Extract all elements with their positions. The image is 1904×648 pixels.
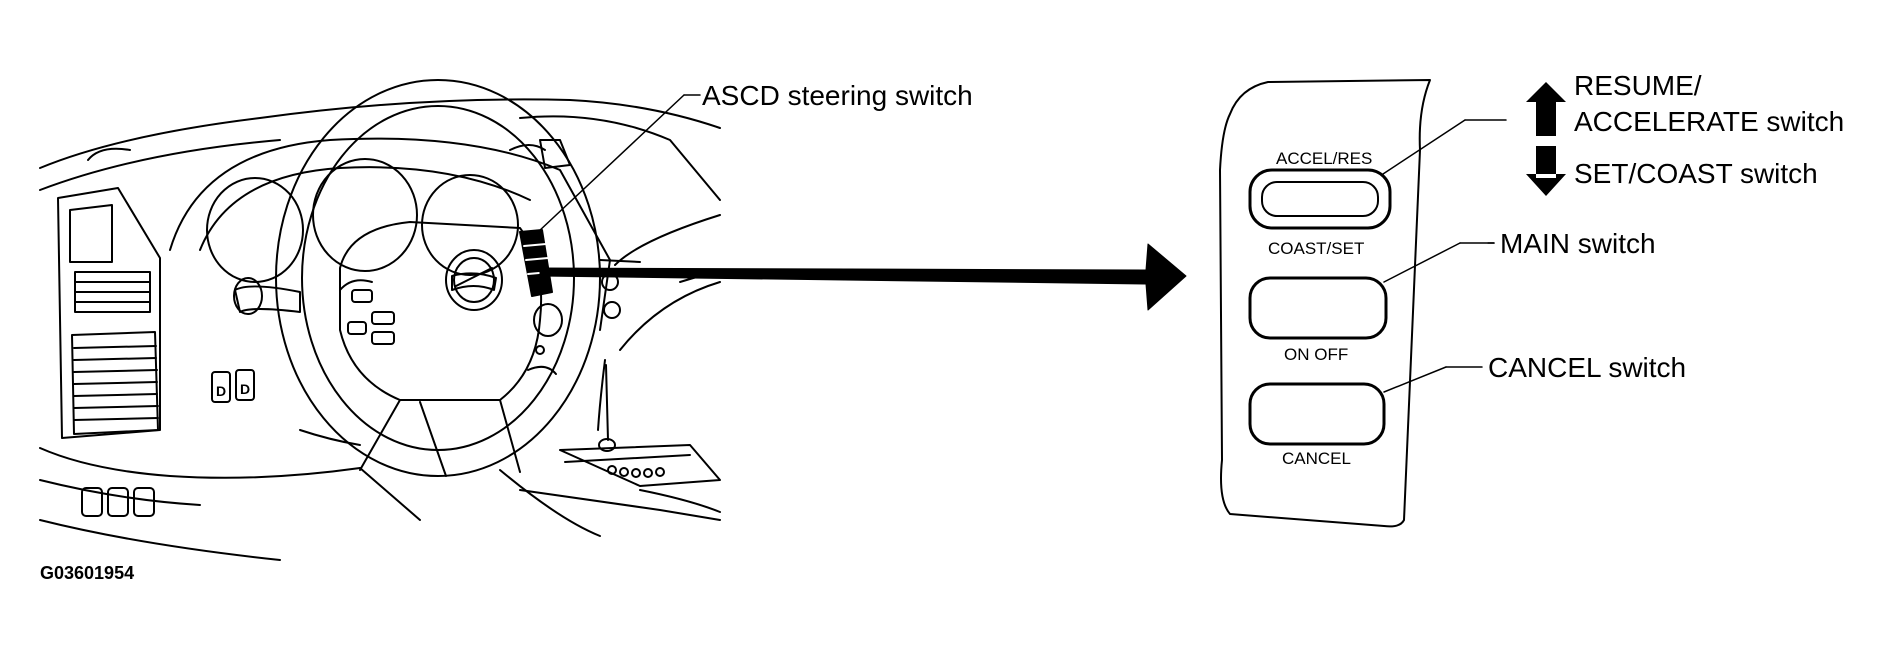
accel-res-text: ACCEL/RES <box>1276 149 1373 168</box>
steering-wheel <box>275 79 601 477</box>
main-switch-button[interactable] <box>1248 276 1388 340</box>
svg-text:D: D <box>240 381 250 397</box>
dash-switches: D D <box>81 369 255 517</box>
coast-set-text: COAST/SET <box>1268 239 1365 258</box>
figure-id: G03601954 <box>40 563 135 583</box>
air-vent <box>57 187 161 439</box>
cancel-switch-label: CANCEL switch <box>1488 352 1687 383</box>
svg-text:D: D <box>216 383 226 399</box>
pointer-arrow <box>539 243 1187 311</box>
switch-panel <box>1219 79 1431 528</box>
wiper-stalk <box>233 277 301 315</box>
set-coast-label: SET/COAST switch <box>1574 158 1818 189</box>
ascd-switch-on-wheel <box>519 229 553 297</box>
down-arrow-icon <box>1526 146 1566 196</box>
cancel-text: CANCEL <box>1282 449 1351 468</box>
right-dash <box>599 214 721 351</box>
dashboard-illustration: D D <box>39 79 721 561</box>
resume-accelerate-label-line2: ACCELERATE switch <box>1574 106 1845 137</box>
main-switch-label: MAIN switch <box>1500 228 1656 259</box>
ascd-steering-switch-label: ASCD steering switch <box>702 80 973 111</box>
resume-accelerate-label-line1: RESUME/ <box>1574 70 1702 101</box>
accel-res-button[interactable] <box>1248 168 1392 230</box>
instrument-cluster <box>169 137 611 331</box>
on-off-text: ON OFF <box>1284 345 1349 364</box>
up-arrow-icon <box>1526 82 1566 136</box>
cancel-switch-button[interactable] <box>1248 382 1386 446</box>
center-console <box>499 359 721 537</box>
